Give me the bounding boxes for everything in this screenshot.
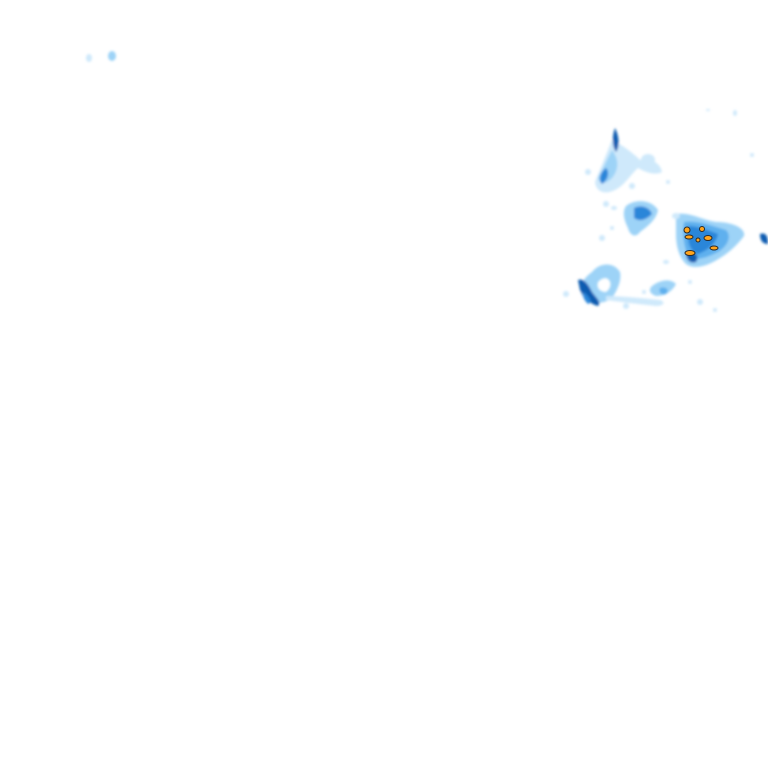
echo-cluster-central	[599, 201, 669, 264]
echo-cell	[108, 51, 116, 61]
echo-area	[578, 279, 600, 306]
echo-area	[583, 292, 591, 304]
echo-core	[695, 237, 701, 243]
echo-cluster-northwest	[86, 51, 116, 62]
echo-core	[684, 234, 694, 240]
echo-cores	[683, 226, 719, 256]
echo-cell	[629, 183, 635, 189]
echo-cell	[663, 260, 669, 264]
echo-cluster-east-storm	[672, 213, 768, 284]
echo-cell	[706, 109, 710, 111]
echo-cell	[642, 290, 646, 294]
echo-cell	[641, 154, 655, 166]
echo-cell	[610, 226, 614, 230]
echo-cell	[585, 169, 591, 175]
echo-core	[683, 226, 691, 234]
echo-core	[699, 226, 705, 232]
echo-core	[684, 250, 696, 256]
echo-cluster-northeast-band	[585, 109, 754, 193]
echo-cell	[623, 303, 629, 309]
echo-cell	[666, 180, 670, 184]
echo-area	[659, 287, 668, 295]
echo-area	[606, 296, 664, 306]
echo-cell	[697, 299, 703, 305]
echo-cell	[611, 206, 617, 210]
echo-cell	[86, 54, 92, 62]
echo-area	[760, 233, 768, 244]
echo-cell	[599, 235, 605, 241]
echo-cell	[733, 110, 737, 116]
echo-area	[599, 168, 609, 184]
echo-area	[612, 128, 619, 152]
echo-cell	[713, 308, 717, 312]
echo-cell	[563, 291, 569, 297]
echo-core	[709, 245, 719, 251]
echo-cell	[688, 280, 692, 284]
echo-cluster-southwest	[563, 264, 717, 312]
echo-area	[688, 226, 718, 254]
echo-cell	[750, 153, 754, 157]
echo-cell	[603, 201, 609, 207]
echo-core	[703, 235, 713, 241]
echo-area	[634, 206, 652, 221]
echo-cell	[672, 213, 680, 219]
